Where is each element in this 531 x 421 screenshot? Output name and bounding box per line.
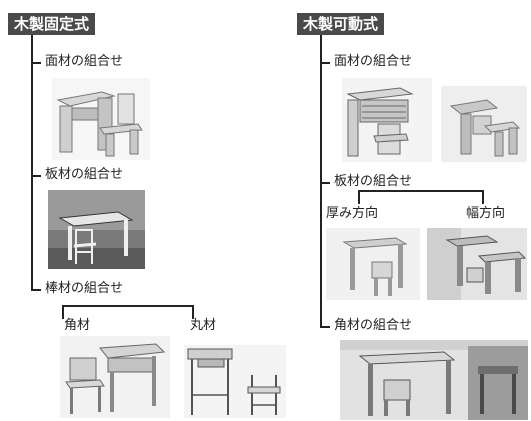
- fixed-bar-split-left: [62, 305, 64, 319]
- movable-board-split-left: [358, 190, 360, 204]
- fixed-bar-split-bridge: [62, 305, 194, 307]
- fixed-bar-split-right: [192, 305, 194, 319]
- movable-branch-connector: [320, 62, 330, 64]
- fixed-branch-connector: [31, 175, 41, 177]
- fixed-branch-connector: [31, 289, 41, 291]
- fixed-branch-connector: [31, 62, 41, 64]
- movable-branch-connector: [320, 326, 330, 328]
- fixed-bar-label: 棒材の組合せ: [45, 281, 124, 296]
- movable-board-split-bridge: [358, 190, 484, 192]
- fixed-panel-desk-photo: [52, 78, 150, 160]
- thickness-direction-desk-photo: [326, 228, 420, 300]
- square-bar-label: 角材: [64, 318, 91, 333]
- movable-board-label: 板材の組合せ: [334, 174, 413, 189]
- fixed-board-desk-photo: [48, 190, 145, 269]
- movable-board-split-right: [482, 190, 484, 204]
- fixed-type-title: 木製固定式: [8, 13, 96, 35]
- movable-panel-label: 面材の組合せ: [334, 54, 413, 69]
- round-bar-desk-photo: [184, 345, 286, 418]
- width-direction-label: 幅方向: [466, 206, 506, 221]
- round-bar-label: 丸材: [190, 318, 217, 333]
- movable-panel-stacked-photo: [441, 86, 527, 162]
- width-direction-desks-photo: [427, 228, 527, 300]
- fixed-panel-label: 面材の組合せ: [45, 54, 124, 69]
- fixed-tree-trunk: [31, 35, 33, 290]
- movable-tree-trunk: [320, 35, 322, 327]
- square-bar-desk-photo: [60, 336, 170, 418]
- thickness-direction-label: 厚み方向: [326, 206, 379, 221]
- fixed-board-label: 板材の組合せ: [45, 167, 124, 182]
- movable-square-bar-desks-photo: [340, 340, 528, 420]
- movable-panel-desk-photo: [342, 78, 432, 162]
- movable-type-title: 木製可動式: [297, 13, 385, 35]
- movable-square-bar-label: 角材の組合せ: [334, 318, 413, 333]
- movable-branch-connector: [320, 182, 330, 184]
